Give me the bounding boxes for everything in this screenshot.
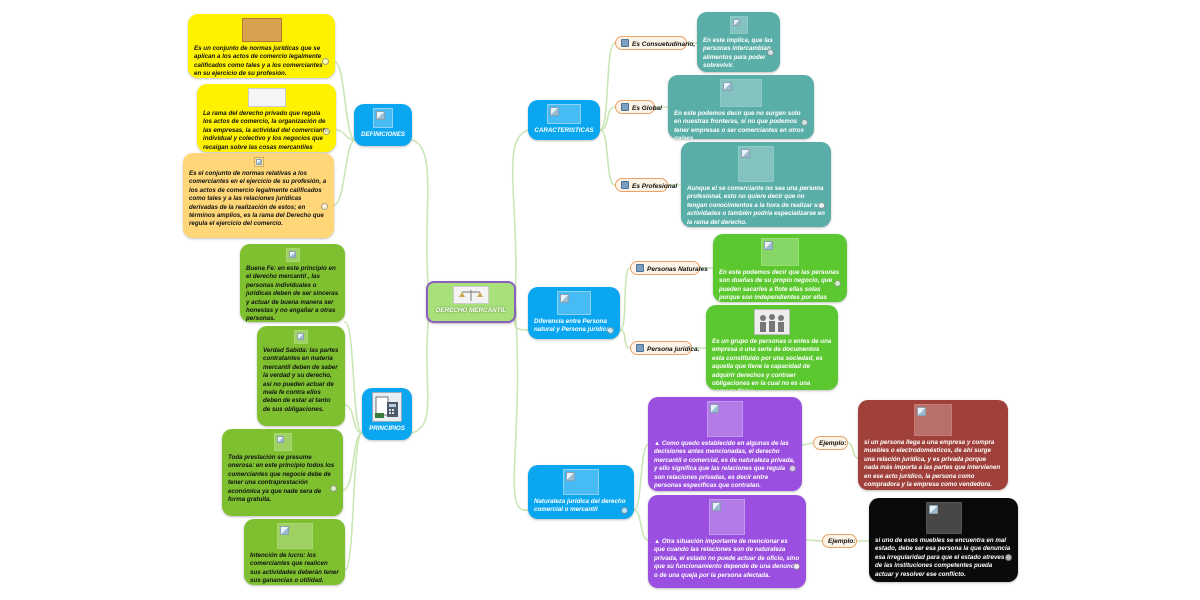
note-icon[interactable] [330,485,337,492]
note-icon[interactable] [834,280,841,287]
principio-text-3: Toda prestación se presume onerosa: en e… [228,454,335,504]
naturaleza-card-1[interactable]: ▲ Como quedo establecido en algunas de l… [648,397,802,491]
note-icon[interactable] [321,203,328,210]
note-icon[interactable] [1005,554,1012,561]
definicion-text-2: La rama del derecho privado que regula l… [203,110,330,151]
image-placeholder-icon [566,472,575,481]
note-icon[interactable] [322,58,329,65]
definicion-card-2[interactable]: La rama del derecho privado que regula l… [197,84,336,152]
note-icon[interactable] [621,507,628,514]
principio-text-2: Verdad Sabida: las partes contratantes e… [263,347,339,413]
link-center-principios [411,304,431,434]
label-profesional[interactable]: Es Profesional [615,178,677,192]
note-icon[interactable] [793,563,800,570]
note-icon[interactable] [323,128,330,135]
caracteristicas-title: CARACTERISTICAS [534,127,594,134]
ejemplo-card-2[interactable]: si uno de esos muebles se encuentra en m… [869,498,1018,582]
label-ejemplo-1[interactable]: Ejemplo: [813,436,848,450]
note-icon[interactable] [789,465,796,472]
center-title: DERECHO MERCANTIL [435,307,507,314]
note-icon[interactable] [767,49,774,56]
calculator-documents-icon [375,396,398,418]
caracteristicas-node[interactable]: CARACTERISTICAS [528,100,600,140]
label-personas-naturales[interactable]: Personas Naturales [630,261,708,275]
persona-card-2[interactable]: Es un grupo de personas o entes de una e… [706,305,838,390]
task-icon [621,181,629,189]
persona-text-2: Es un grupo de personas o entes de una e… [712,338,832,390]
persona-card-1[interactable]: En este podemos decir que las personas s… [713,234,847,302]
center-image [453,286,489,304]
caracteristica-text-3: Aunque el se comerciante no sea una pers… [687,185,825,226]
caracteristica-card-3[interactable]: Aunque el se comerciante no sea una pers… [681,142,831,227]
scales-of-justice-icon [459,290,483,301]
personas-title: Diferencia entre Persona natural y Perso… [534,318,612,334]
task-icon [621,39,629,47]
definicion-image-1 [241,18,282,42]
ejemplo-text-1: si un persona llega a una empresa y comp… [864,439,1001,489]
principio-card-4[interactable]: Intención de lucro: los comerciantes que… [244,519,345,585]
caracteristica-card-1[interactable]: En este implica, que las personas interc… [697,12,780,72]
principio-card-3[interactable]: Toda prestación se presume onerosa: en e… [222,429,343,516]
label-consuetudinario[interactable]: Es Consuetudinario, [615,36,695,50]
principio-card-2[interactable]: Verdad Sabida: las partes contratantes e… [257,326,345,426]
principio-text-1: Buena Fe: en este principio en el derech… [246,265,339,322]
image-placeholder-icon [550,107,559,116]
naturaleza-text-2: ▲ Otra situación importante de mencionar… [654,538,800,579]
link-center-caracteristicas [511,129,529,306]
task-icon [621,103,629,111]
definicion-card-1[interactable]: Es un conjunto de normas jurídicas que s… [188,14,335,78]
label-ejemplo-2[interactable]: Ejemplo: [822,534,857,548]
caracteristica-text-2: En este podemos decir que no surgen solo… [674,110,804,139]
label-persona-juridica[interactable]: Persona jurídica. [630,341,699,355]
principios-node[interactable]: PRINCIPIOS [362,388,412,440]
link-center-naturaleza [513,304,529,511]
task-icon [636,344,644,352]
task-icon [636,264,644,272]
definiciones-node[interactable]: DEFINICIONES [354,104,412,146]
note-icon[interactable] [801,119,808,126]
principio-card-1[interactable]: Buena Fe: en este principio en el derech… [240,244,345,322]
note-icon[interactable] [607,327,614,334]
bulb-icon: ▲ [654,440,662,447]
bulb-icon: ▲ [654,538,662,545]
principios-title: PRINCIPIOS [369,425,405,432]
definicion-text-1: Es un conjunto de normas jurídicas que s… [194,45,323,78]
note-icon[interactable] [818,202,825,209]
principio-text-4: Intención de lucro: los comerciantes que… [250,552,339,585]
ejemplo-text-2: si uno de esos muebles se encuentra en m… [875,537,1011,578]
caracteristica-card-2[interactable]: En este podemos decir que no surgen solo… [668,75,814,139]
persona-text-1: En este podemos decir que las personas s… [719,269,840,302]
label-global[interactable]: Es Global [615,100,662,114]
personas-node[interactable]: Diferencia entre Persona natural y Perso… [528,287,620,339]
definicion-card-3[interactable]: Es el conjunto de normas relativas a los… [183,153,334,238]
definicion-text-3: Es el conjunto de normas relativas a los… [189,170,327,228]
center-node[interactable]: DERECHO MERCANTIL [426,281,516,323]
principios-image [372,392,402,422]
naturaleza-card-2[interactable]: ▲ Otra situación importante de mencionar… [648,495,806,588]
image-placeholder-icon [560,294,569,303]
definicion-image-2 [247,88,286,107]
caracteristica-text-1: En este implica, que las personas interc… [703,37,773,70]
naturaleza-text-1: ▲ Como quedo establecido en algunas de l… [654,440,795,490]
definiciones-title: DEFINICIONES [360,131,405,138]
naturaleza-title: Naturaleza jurídica del derecho comercia… [534,498,626,514]
naturaleza-node[interactable]: Naturaleza jurídica del derecho comercia… [528,465,634,519]
ejemplo-card-1[interactable]: si un persona llega a una empresa y comp… [858,400,1008,490]
link-center-definiciones [411,139,431,306]
image-placeholder-icon [376,111,385,120]
group-of-people-icon [760,314,784,332]
persona-image-2 [754,309,790,335]
